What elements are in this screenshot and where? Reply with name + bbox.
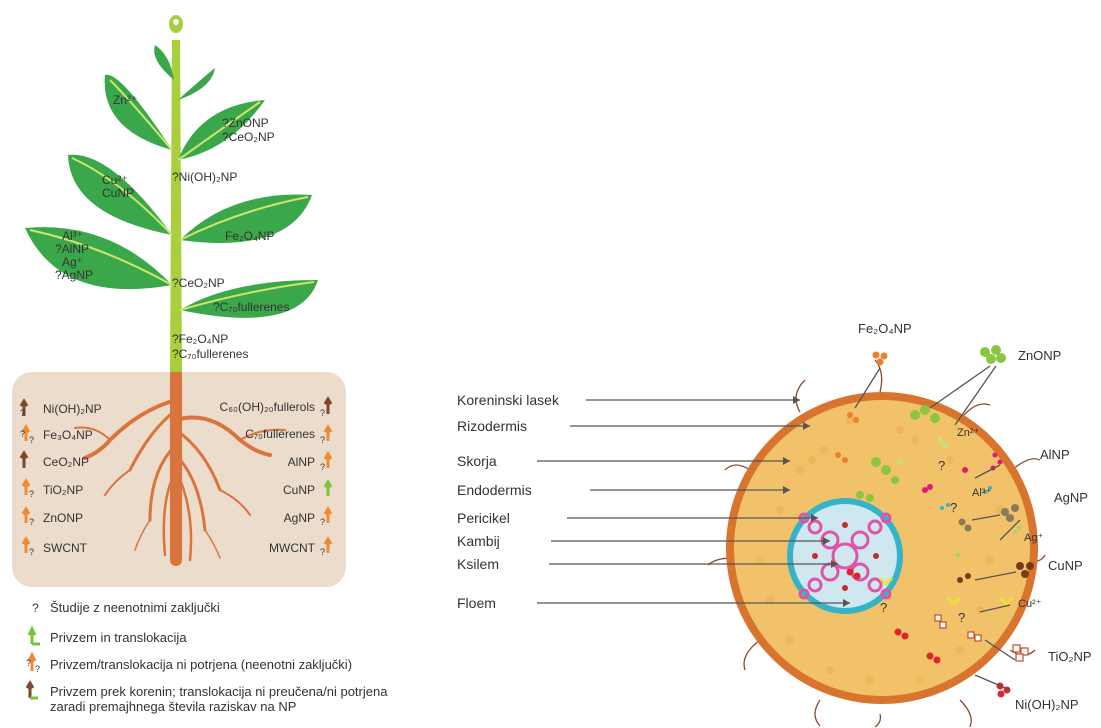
root-left-item: CeO₂NP <box>43 455 89 469</box>
svg-text:?: ? <box>29 517 34 527</box>
layer-label-rhizodermis: Rizodermis <box>457 418 527 434</box>
root-right-item: C₆₀(OH)₂₀fullerols <box>220 400 315 414</box>
label-nioh2np-stem: ?Ni(OH)₂NP <box>172 170 237 184</box>
layer-label-phloem: Floem <box>457 595 496 611</box>
particle-label-fe2o4np: Fe₂O₄NP <box>858 321 912 336</box>
label-fe2o4np-leaf: Fe₂O₄NP <box>225 229 275 243</box>
legend-text: Študije z neenotnimi zaključki <box>50 600 220 615</box>
root-right-item: AlNP <box>288 455 315 469</box>
svg-text:?: ? <box>20 408 25 418</box>
label-znonp-leaf: ?ZnONP <box>222 116 269 130</box>
root-left-item: SWCNT <box>43 541 88 555</box>
brown-arrow-question-icon <box>27 683 38 698</box>
particle-label-tio2np: TiO₂NP <box>1048 649 1092 664</box>
particle-label-znonp: ZnONP <box>1018 348 1061 363</box>
label-ceo2np-leaf: ?CeO₂NP <box>222 130 275 144</box>
svg-text:?: ? <box>26 658 31 668</box>
question-mark-icon: ? <box>880 600 887 615</box>
label-cunp-leaf: CuNP <box>102 186 134 200</box>
question-mark-icon: ? <box>938 458 945 473</box>
particle-label-agnp: AgNP <box>1054 490 1088 505</box>
question-mark-icon: ? <box>958 610 965 625</box>
particle-label-ag-ion: Ag⁺ <box>1024 532 1043 544</box>
layer-label-xylem: Ksilem <box>457 556 499 572</box>
layer-label-cambium: Kambij <box>457 533 500 549</box>
label-ceo2np-stem: ?CeO₂NP <box>172 276 225 290</box>
label-zn-ion: Zn²⁺ <box>113 93 137 107</box>
legend-text: Privzem prek korenin; translokacija ni p… <box>50 684 387 699</box>
particle-label-al-ion: Al³⁺ <box>972 487 991 499</box>
legend-text-line2: zaradi premajhnega števila raziskav na N… <box>50 699 387 714</box>
particle-label-alnp: AlNP <box>1040 447 1070 462</box>
stem <box>170 40 182 372</box>
label-fe2o4np-stem: ?Fe₂O₄NP <box>172 332 228 346</box>
svg-text:?: ? <box>320 408 325 418</box>
particle-label-nioh2np: Ni(OH)₂NP <box>1015 697 1079 712</box>
svg-text:?: ? <box>35 664 40 674</box>
label-alnp-leaf: ?AlNP <box>55 242 89 256</box>
svg-text:?: ? <box>320 517 325 527</box>
root-left-item: Ni(OH)₂NP <box>43 402 102 416</box>
label-al-ion: Al³⁺ <box>62 229 83 243</box>
root-cross-section: ? ? ? ? <box>708 345 1045 727</box>
svg-text:?: ? <box>320 547 325 557</box>
legend-item-root-uptake: Privzem prek korenin; translokacija ni p… <box>50 684 387 714</box>
svg-text:?: ? <box>20 429 25 439</box>
layer-label-endodermis: Endodermis <box>457 482 532 498</box>
leaf-low-left <box>25 227 172 289</box>
label-ag-ion: Ag⁺ <box>62 255 83 269</box>
legend-text: Privzem in translokacija <box>50 630 187 645</box>
root-left-item: Fe₃O₄NP <box>43 428 93 442</box>
legend-icons: ? ?? <box>26 601 40 698</box>
leaf-small-right <box>178 68 215 100</box>
question-mark-icon: ? <box>950 500 957 515</box>
plant-illustration: Zn²⁺ ?ZnONP ?CeO₂NP Cu²⁺ CuNP ?Ni(OH)₂NP… <box>12 15 346 587</box>
root-left-item: ZnONP <box>43 511 83 525</box>
legend-item-not-confirmed: Privzem/translokacija ni potrjena (neeno… <box>50 657 352 672</box>
orange-arrow-question-icon: ?? <box>26 655 40 674</box>
particle-label-cunp: CuNP <box>1048 558 1083 573</box>
root-right-item: CuNP <box>283 483 315 497</box>
svg-text:?: ? <box>29 547 34 557</box>
particle-label-cu-ion: Cu²⁺ <box>1018 598 1042 610</box>
layer-label-root-hair: Koreninski lasek <box>457 392 560 408</box>
leaf-small-left <box>154 45 174 80</box>
label-c70-stem: ?C₇₀fullerenes <box>172 347 248 361</box>
svg-text:?: ? <box>320 435 325 445</box>
question-mark-icon: ? <box>32 601 39 615</box>
particle-label-zn-ion: Zn²⁺ <box>957 427 980 439</box>
root-right-item: AgNP <box>284 511 315 525</box>
root-right-item: MWCNT <box>269 541 316 555</box>
layer-label-pericycle: Pericikel <box>457 510 510 526</box>
label-agnp-leaf: ?AgNP <box>55 268 93 282</box>
legend-item-unclear: Študije z neenotnimi zaključki <box>50 600 220 615</box>
svg-text:?: ? <box>320 462 325 472</box>
layer-label-cortex: Skorja <box>457 453 497 469</box>
legend-text: Privzem/translokacija ni potrjena (neeno… <box>50 657 352 672</box>
label-c70-leaf: ?C₇₀fullerenes <box>213 300 289 314</box>
svg-text:?: ? <box>29 435 34 445</box>
green-arrow-icon <box>29 629 40 644</box>
svg-text:?: ? <box>29 489 34 499</box>
root-left-item: TiO₂NP <box>43 483 83 497</box>
label-cu-ion: Cu²⁺ <box>102 173 128 187</box>
root-right-item: C₇₀fullerenes <box>245 427 315 441</box>
legend-item-uptake: Privzem in translokacija <box>50 630 187 645</box>
